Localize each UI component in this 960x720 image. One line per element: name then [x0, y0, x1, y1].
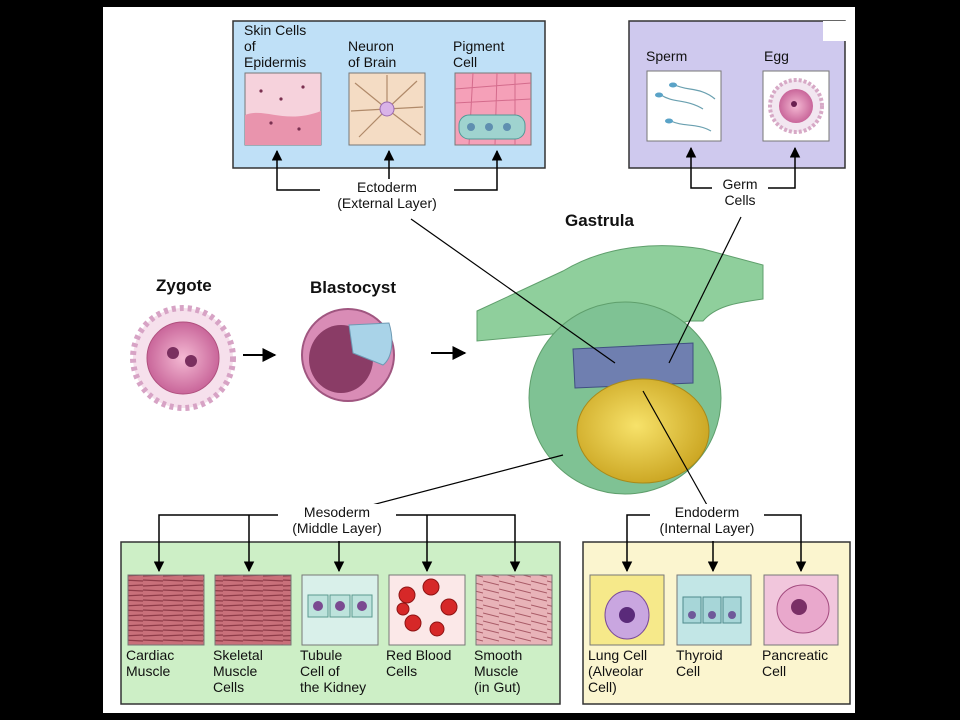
mesoderm-label: Mesoderm (Middle Layer)	[278, 504, 396, 536]
smooth-muscle-image	[475, 574, 553, 646]
germ-cells-label: Germ Cells	[712, 176, 768, 208]
diagram-frame	[100, 4, 858, 716]
rbc-label: Red Blood Cells	[386, 647, 452, 679]
skeletal-label: Skeletal Muscle Cells	[213, 647, 263, 695]
cardiac-muscle-image	[127, 574, 205, 646]
zygote-illustration	[130, 305, 236, 411]
ectoderm-label: Ectoderm (External Layer)	[320, 179, 454, 211]
gastrula-title: Gastrula	[565, 211, 634, 230]
cardiac-label: Cardiac Muscle	[126, 647, 175, 679]
thyroid-label: Thyroid Cell	[676, 647, 723, 679]
egg-label: Egg	[764, 48, 789, 64]
skin-cells-label: Skin Cells of Epidermis	[244, 22, 307, 70]
blastocyst-illustration	[301, 308, 395, 402]
endoderm-label: Endoderm (Internal Layer)	[650, 504, 764, 536]
lung-label: Lung Cell (Alveolar Cell)	[588, 647, 648, 695]
pigment-label: Pigment Cell	[453, 38, 505, 70]
pancreatic-label: Pancreatic Cell	[762, 647, 829, 679]
smooth-label: Smooth Muscle (in Gut)	[474, 647, 523, 695]
diagram-canvas	[120, 20, 851, 705]
blastocyst-title: Blastocyst	[310, 278, 396, 297]
zygote-title: Zygote	[156, 276, 212, 295]
tubule-label: Tubule Cell of the Kidney	[300, 647, 367, 695]
neuron-label: Neuron of Brain	[348, 38, 397, 70]
skeletal-muscle-image	[214, 574, 292, 646]
sperm-label: Sperm	[646, 48, 688, 64]
gastrula-illustration	[476, 245, 764, 495]
